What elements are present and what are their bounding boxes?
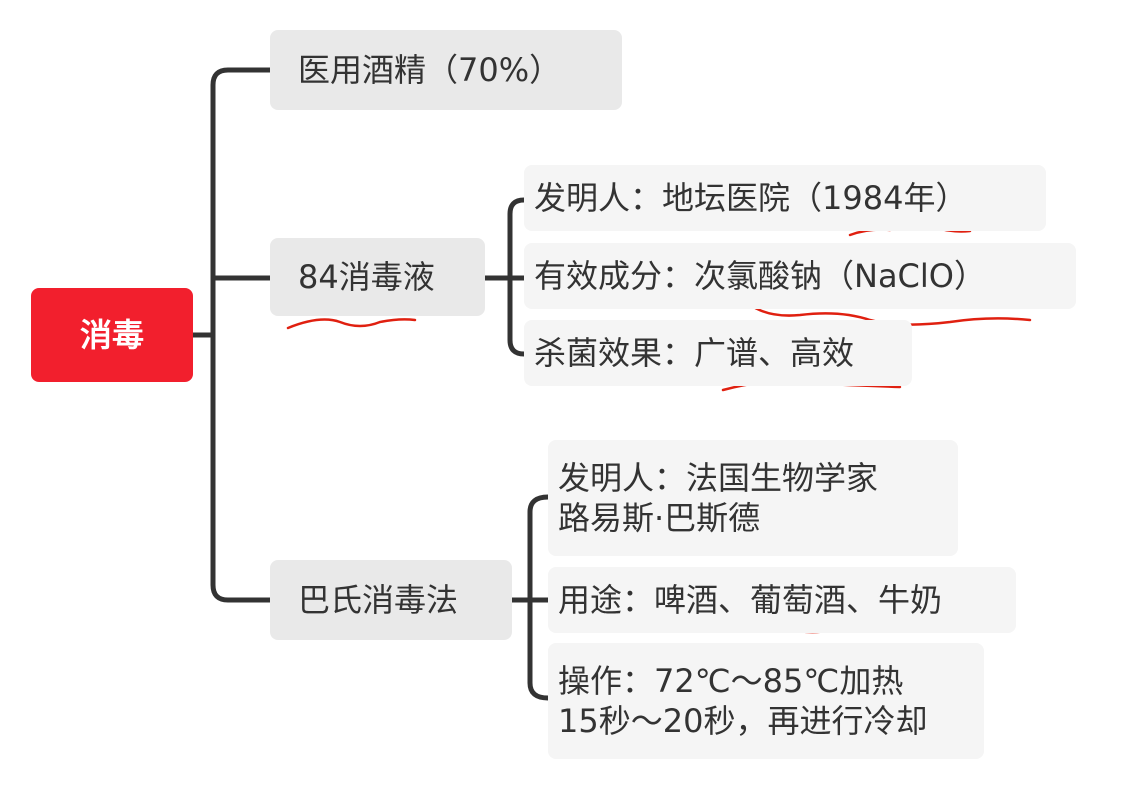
leaf-label: 有效成分：次氯酸钠（NaClO） [534, 257, 986, 295]
leaf-label-line: 15秒～20秒，再进行冷却 [558, 702, 928, 740]
leaf-label-line: 操作：72℃～85℃加热 [558, 662, 904, 700]
leaf-label: 杀菌效果：广谱、高效 [534, 334, 855, 372]
leaf-node-84-effect[interactable]: 杀菌效果：广谱、高效 [524, 320, 912, 386]
leaf-label-line: 路易斯·巴斯德 [558, 499, 761, 537]
branch-label: 84消毒液 [298, 258, 435, 296]
leaf-node-pasteur-operation[interactable]: 操作：72℃～85℃加热 15秒～20秒，再进行冷却 [548, 643, 984, 759]
branch-node-alcohol[interactable]: 医用酒精（70%） [270, 30, 622, 110]
leaf-node-pasteur-inventor[interactable]: 发明人：法国生物学家 路易斯·巴斯德 [548, 440, 958, 556]
leaf-label: 用途：啤酒、葡萄酒、牛奶 [558, 581, 943, 619]
leaf-node-84-inventor[interactable]: 发明人：地坛医院（1984年） [524, 165, 1046, 231]
leaf-label: 发明人：地坛医院（1984年） [534, 179, 968, 217]
root-node[interactable]: 消毒 [31, 288, 193, 382]
branch-label: 医用酒精（70%） [298, 51, 562, 89]
leaf-node-84-ingredient[interactable]: 有效成分：次氯酸钠（NaClO） [524, 243, 1076, 309]
leaf-node-pasteur-usage[interactable]: 用途：啤酒、葡萄酒、牛奶 [548, 567, 1016, 633]
branch-node-pasteur[interactable]: 巴氏消毒法 [270, 560, 512, 640]
branch-label: 巴氏消毒法 [298, 581, 459, 619]
leaf-label-line: 发明人：法国生物学家 [558, 459, 879, 497]
root-label: 消毒 [79, 316, 144, 354]
branch-node-84[interactable]: 84消毒液 [270, 238, 485, 316]
